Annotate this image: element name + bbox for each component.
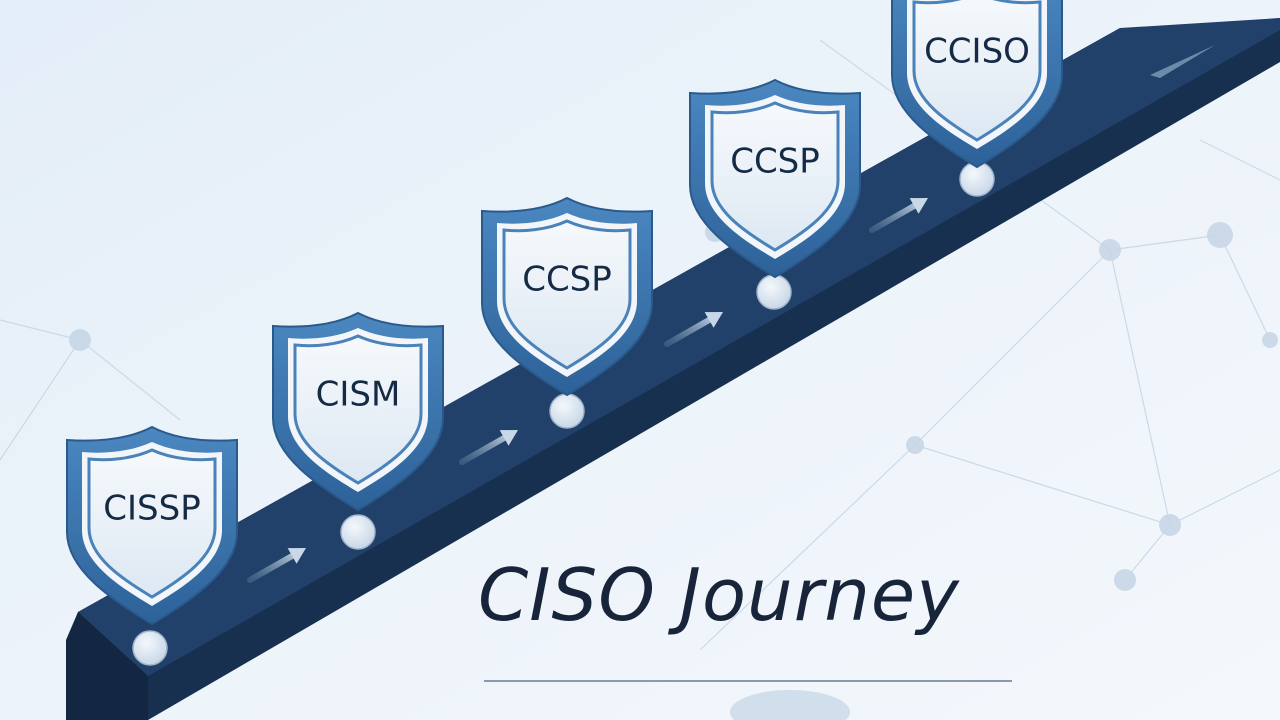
step-label: CCISO [924,32,1030,72]
arrow-right-icon [664,312,723,347]
arrow-right-icon [869,198,928,233]
milestone-node-icon [756,274,792,310]
background-network [0,39,1280,651]
step-2: CISM [272,312,444,550]
arrow-right-icon [459,430,518,465]
step-3: CCSP [481,197,653,429]
step-4: CCSP [689,79,861,310]
step-label: CCSP [522,260,612,300]
arrows [247,198,928,583]
arrow-right-icon [247,548,306,583]
step-label: CCSP [730,142,820,182]
step-label: CISSP [103,489,200,529]
step-5: CCISO [891,0,1063,197]
milestone-node-icon [132,630,168,666]
step-1: CISSP [66,426,238,666]
steps: CISSP CISM CCSP CCSP CCISO [66,0,1063,666]
milestone-node-icon [549,393,585,429]
title-decoration [730,690,850,720]
step-label: CISM [316,375,401,415]
milestone-node-icon [340,514,376,550]
diagram-title: CISO Journey [478,553,960,637]
